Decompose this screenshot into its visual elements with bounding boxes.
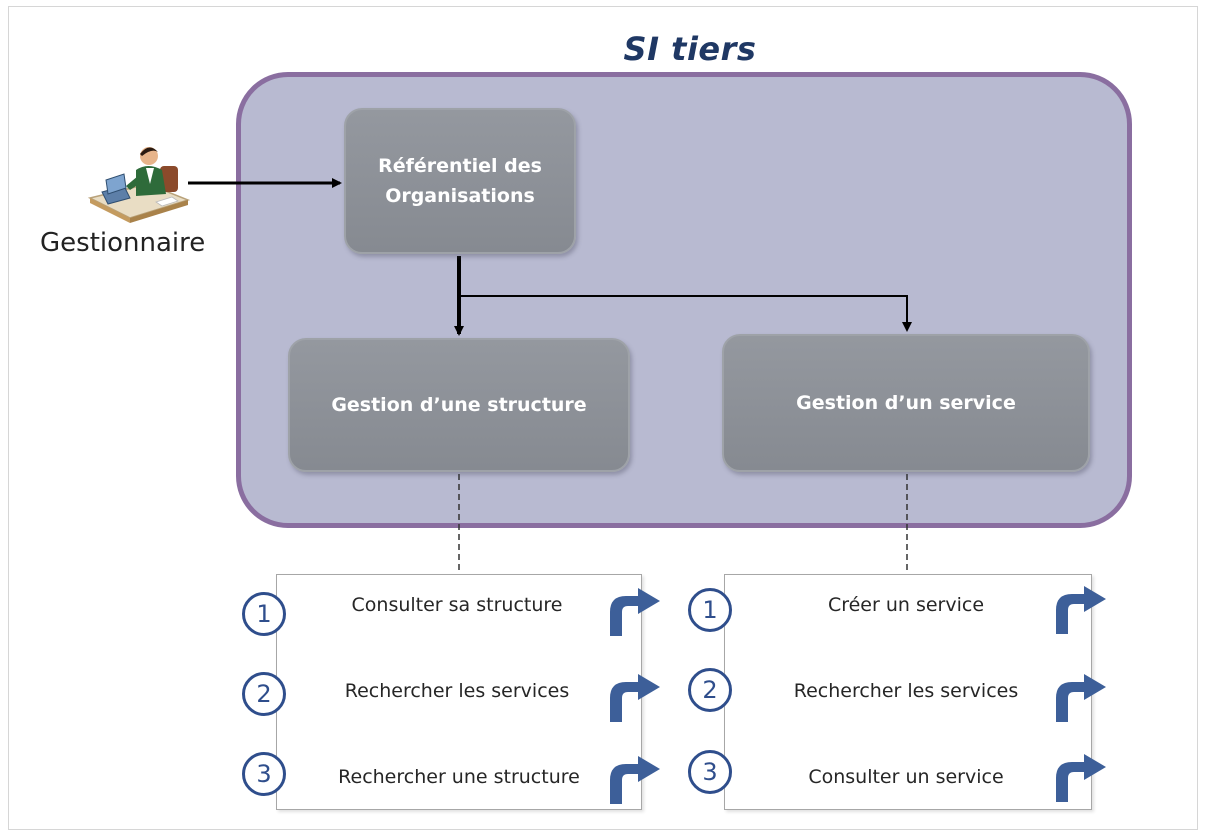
- step-badge: 1: [242, 592, 286, 636]
- step-label: Rechercher les services: [344, 680, 570, 702]
- actor-label: Gestionnaire: [40, 228, 206, 258]
- zone-title: SI tiers: [623, 30, 757, 68]
- step-badge: 2: [688, 668, 732, 712]
- step-badge: 3: [242, 752, 286, 796]
- referentiel-node: Référentiel des Organisations: [344, 108, 576, 254]
- step-label: Consulter sa structure: [351, 594, 563, 616]
- referentiel-to-service-arrow: [459, 295, 912, 332]
- structure-node: Gestion d’une structure: [288, 338, 630, 472]
- service-node: Gestion d’un service: [722, 334, 1090, 472]
- turn-arrow-icon[interactable]: [604, 586, 662, 638]
- turn-arrow-icon[interactable]: [1050, 584, 1108, 636]
- step-label: Rechercher les services: [793, 680, 1019, 702]
- turn-arrow-icon[interactable]: [1050, 752, 1108, 804]
- step-badge: 2: [242, 672, 286, 716]
- person-at-computer-icon: [86, 140, 191, 224]
- step-label: Créer un service: [827, 594, 985, 616]
- turn-arrow-icon[interactable]: [604, 672, 662, 724]
- step-label: Rechercher une structure: [338, 766, 580, 788]
- service-actions-panel: [724, 574, 1092, 810]
- turn-arrow-icon[interactable]: [604, 754, 662, 806]
- step-label: Consulter un service: [808, 766, 1004, 788]
- step-badge: 3: [688, 750, 732, 794]
- step-badge: 1: [688, 588, 732, 632]
- turn-arrow-icon[interactable]: [1050, 672, 1108, 724]
